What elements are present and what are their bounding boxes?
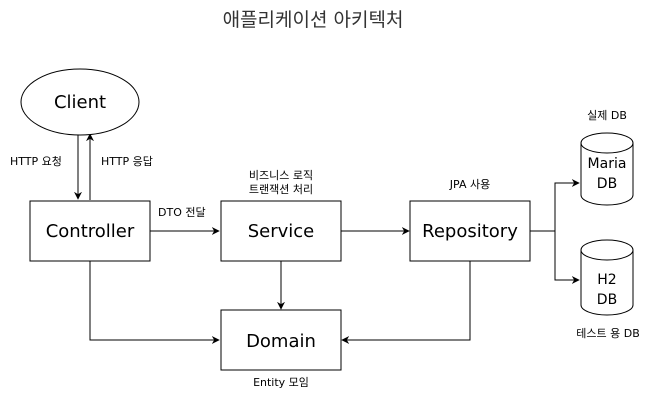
service-desc-line1: 비즈니스 로직 xyxy=(249,169,313,182)
client-node: Client xyxy=(20,68,140,136)
maria-db-label-line1: Maria xyxy=(588,156,627,172)
repository-label: Repository xyxy=(422,221,518,242)
test-db-label: 테스트 용 DB xyxy=(576,327,640,340)
dto-transfer-label: DTO 전달 xyxy=(158,206,206,219)
h2-db-node: H2 DB xyxy=(580,239,634,316)
service-node: Service xyxy=(220,200,342,262)
http-request-label: HTTP 요청 xyxy=(10,155,62,168)
edges xyxy=(74,133,580,344)
maria-db-node: Maria DB xyxy=(580,132,634,206)
h2-db-label-line1: H2 xyxy=(597,272,616,288)
real-db-label: 실제 DB xyxy=(587,109,627,122)
jpa-usage-label: JPA 사용 xyxy=(449,178,490,191)
controller-node: Controller xyxy=(29,200,151,262)
diagram-title: 애플리케이션 아키텍처 xyxy=(223,9,404,31)
edge-controller-to-domain xyxy=(89,261,220,344)
client-label: Client xyxy=(54,92,106,113)
maria-db-label-line2: DB xyxy=(597,176,617,192)
edge-repository-to-maria-db xyxy=(530,179,580,232)
service-desc-line2: 트랜잭션 처리 xyxy=(249,183,313,196)
domain-label: Domain xyxy=(246,331,316,352)
service-label: Service xyxy=(248,221,315,242)
entity-collection-label: Entity 모임 xyxy=(253,376,309,389)
repository-node: Repository xyxy=(409,200,531,262)
edge-repository-to-domain xyxy=(341,261,471,344)
controller-label: Controller xyxy=(46,221,135,242)
edge-repository-to-h2-db xyxy=(554,231,580,284)
domain-node: Domain xyxy=(220,309,342,371)
http-response-label: HTTP 응답 xyxy=(101,155,153,168)
h2-db-label-line2: DB xyxy=(597,292,617,308)
